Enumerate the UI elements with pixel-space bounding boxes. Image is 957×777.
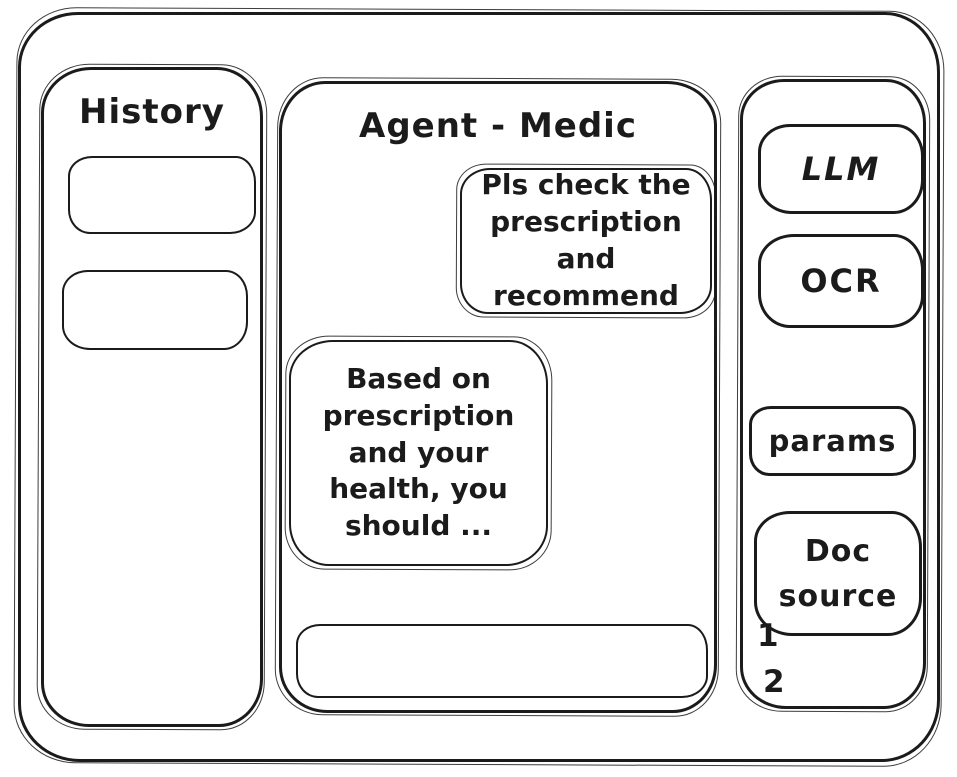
tools-panel: LLM OCR params Doc source 1 2 bbox=[740, 79, 926, 709]
doc-source-item-2[interactable]: 2 bbox=[763, 664, 785, 700]
user-message-text: Pls check the prescription and recommend bbox=[481, 168, 691, 312]
assistant-message-text: Based on prescription and your health, y… bbox=[322, 361, 515, 543]
history-title: History bbox=[79, 92, 225, 132]
message-input[interactable] bbox=[296, 624, 708, 698]
doc-source-button[interactable]: Doc source bbox=[754, 511, 922, 636]
chat-title: Agent - Medic bbox=[359, 106, 637, 146]
params-button[interactable]: params bbox=[749, 406, 916, 476]
app-window-frame: History Agent - Medic Pls check the pres… bbox=[18, 12, 940, 762]
user-message-bubble: Pls check the prescription and recommend bbox=[460, 168, 712, 314]
history-item-1[interactable] bbox=[68, 156, 256, 234]
history-item-2[interactable] bbox=[62, 270, 248, 350]
doc-source-item-1[interactable]: 1 bbox=[757, 618, 779, 654]
llm-button[interactable]: LLM bbox=[758, 124, 924, 214]
chat-panel: Agent - Medic Pls check the prescription… bbox=[279, 81, 717, 713]
assistant-message-bubble: Based on prescription and your health, y… bbox=[289, 340, 548, 566]
ocr-button[interactable]: OCR bbox=[758, 234, 924, 328]
history-panel: History bbox=[41, 67, 263, 727]
